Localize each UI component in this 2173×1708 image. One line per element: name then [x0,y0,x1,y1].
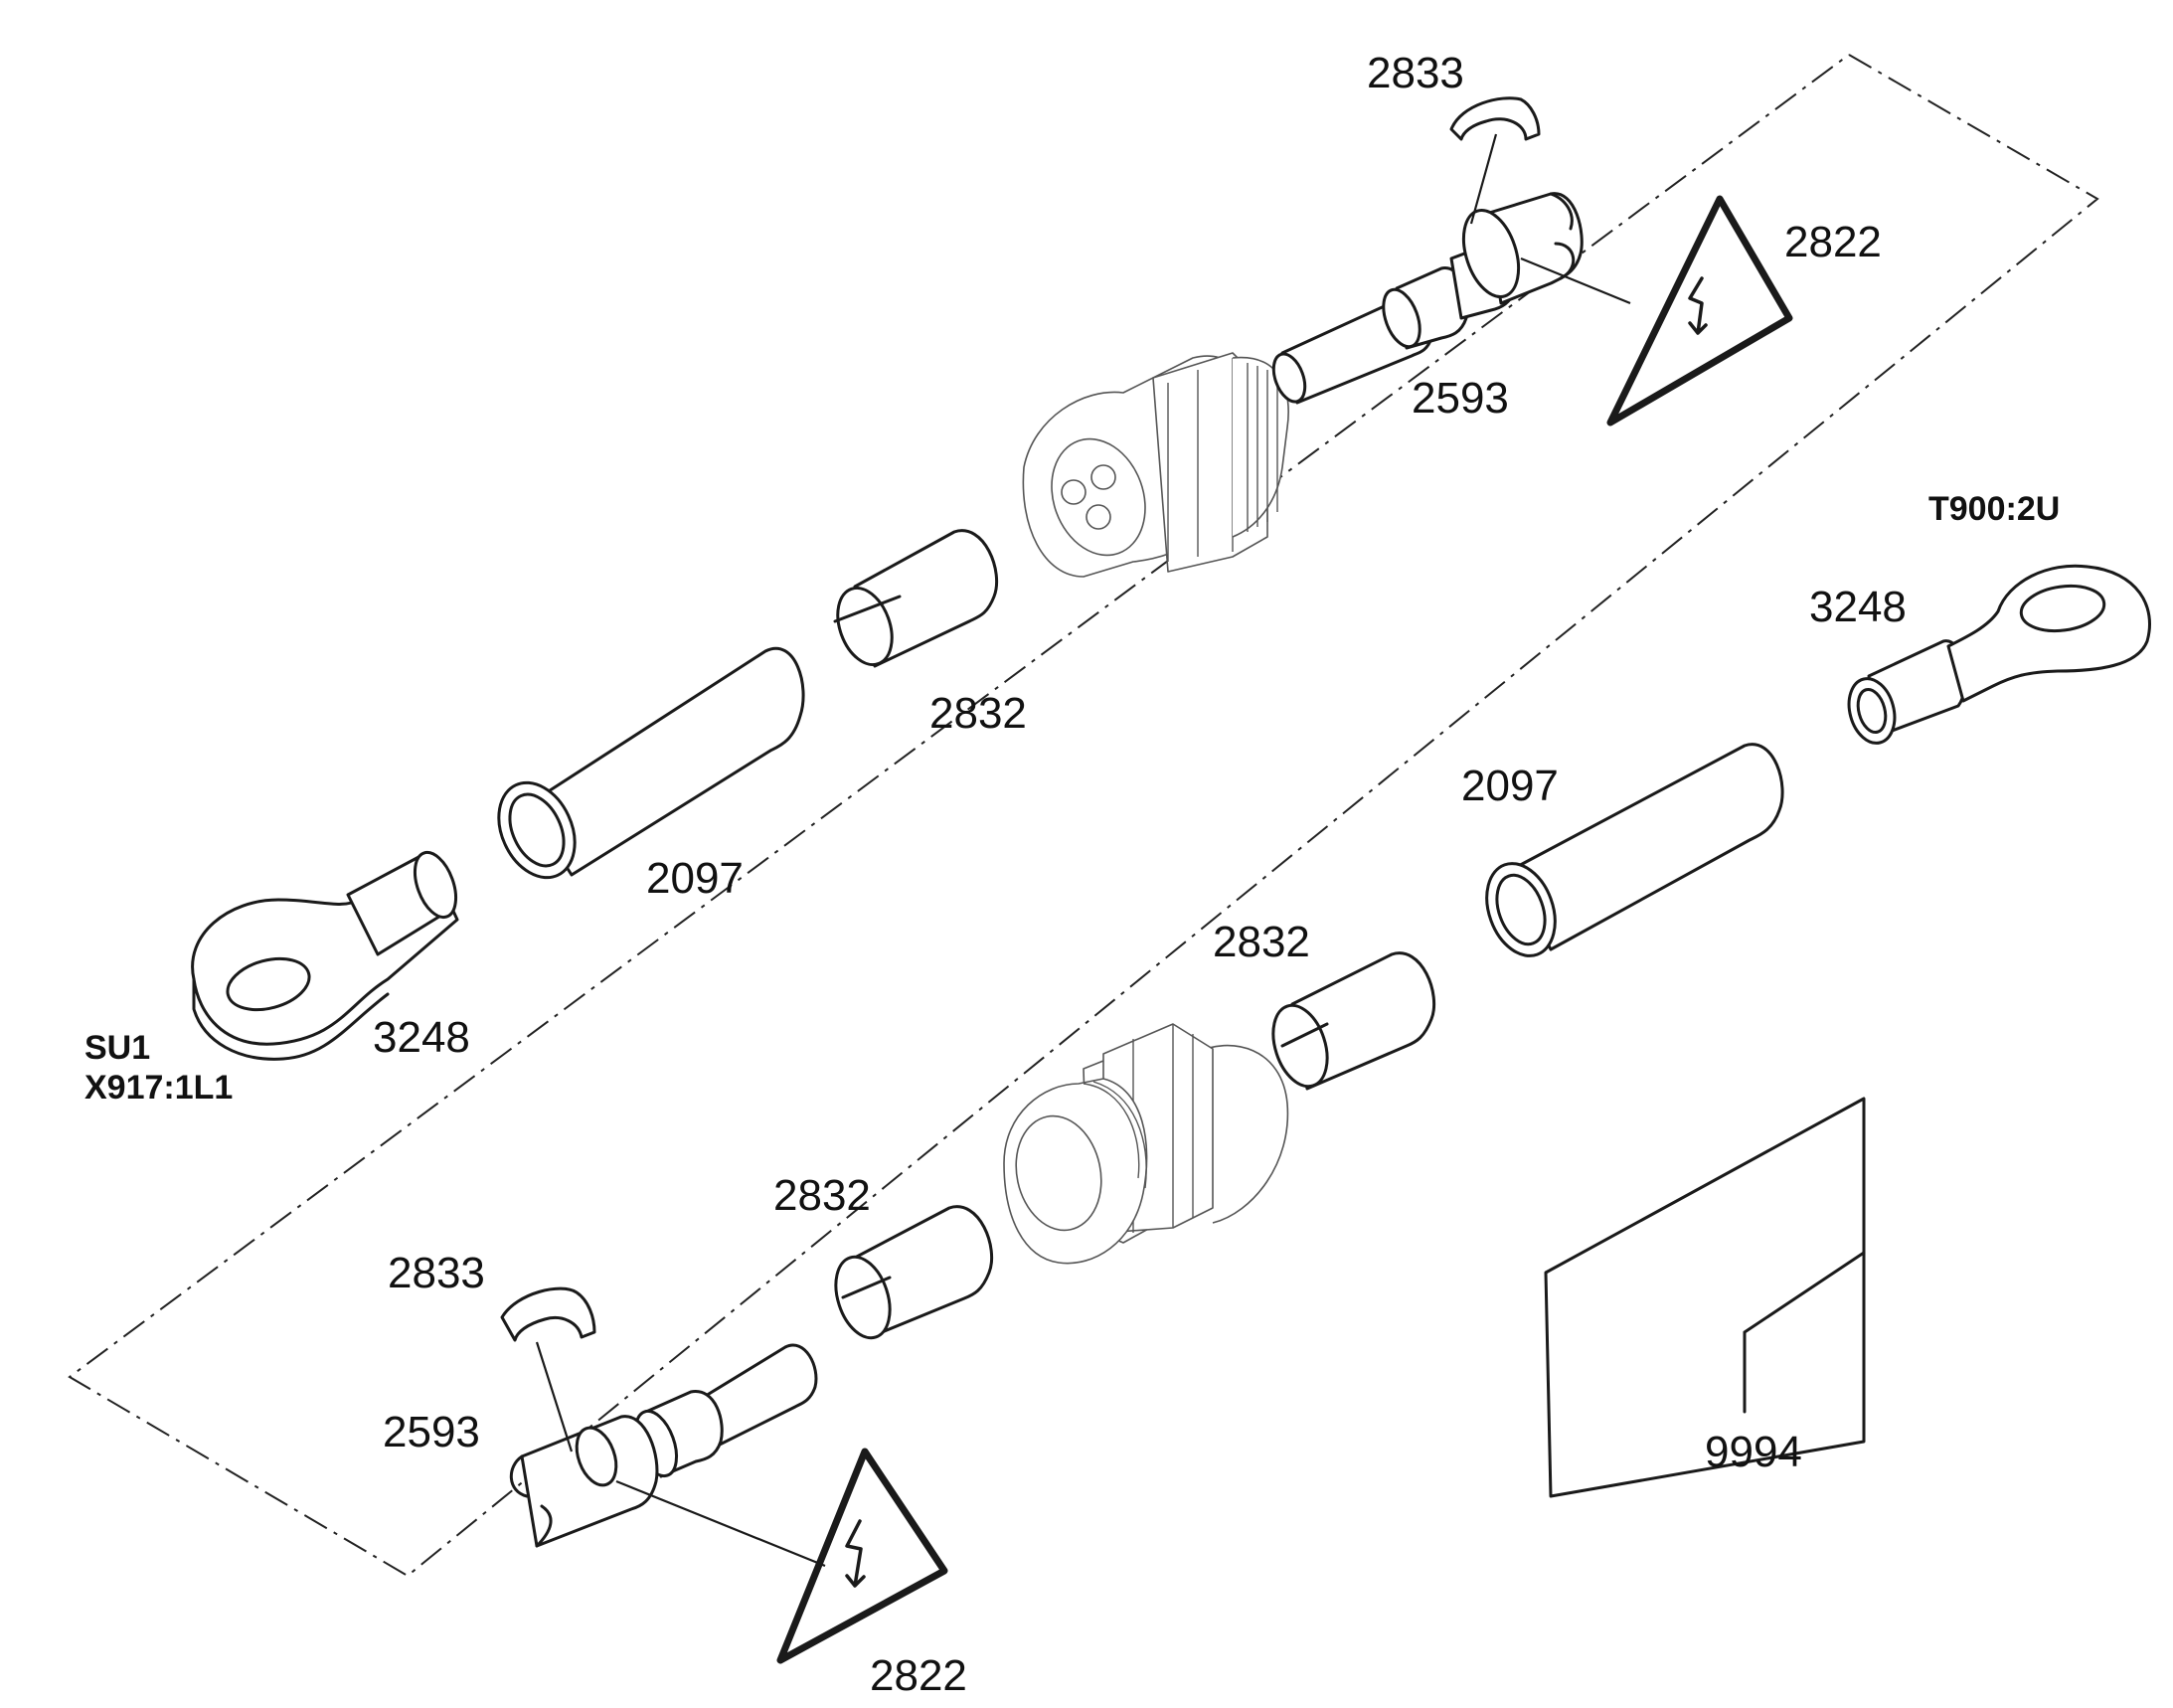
terminal-label-su1: SU1 [84,1029,150,1067]
cable-pin-lower [509,1343,818,1548]
instruction-card [1544,1097,1866,1498]
label-2832-lower-a: 2832 [1213,918,1310,966]
label-9994: 9994 [1705,1428,1802,1476]
heat-shrink-tube-upper [497,646,805,880]
label-2097-right: 2097 [1461,762,1559,810]
high-voltage-warning-icon-lower [776,1448,948,1664]
label-2833-lower: 2833 [388,1249,485,1297]
half-shim-lower [500,1286,596,1342]
heat-shrink-tube-right [1485,743,1784,957]
label-2832-lower-b: 2832 [773,1171,871,1220]
label-2822-lower: 2822 [870,1651,967,1700]
label-2833-upper: 2833 [1367,49,1464,97]
assembly-boundary [68,54,2099,1578]
sleeve-upper [833,529,999,668]
label-2593-upper: 2593 [1412,374,1509,423]
half-shim-upper [1449,96,1541,141]
terminal-label-x917: X917:1L1 [84,1069,233,1107]
label-3248-upper: 3248 [373,1013,470,1062]
terminal-label-t900: T900:2U [1928,490,2060,528]
label-2822-upper: 2822 [1784,218,1882,266]
sleeve-lower-a [1271,951,1436,1091]
sleeve-lower-b [834,1205,994,1340]
cable-gland-upper [1022,352,1289,578]
ring-terminal-upper [191,850,459,1061]
label-2593-lower: 2593 [383,1408,480,1456]
cable-pin-upper [1271,192,1584,405]
label-2832-upper: 2832 [929,689,1027,738]
label-2097-upper: 2097 [646,854,744,903]
high-voltage-warning-icon-upper [1606,195,1793,427]
label-3248-right: 3248 [1809,583,1907,631]
ring-terminal-right [1847,564,2151,745]
cable-gland-lower [1003,1023,1289,1265]
